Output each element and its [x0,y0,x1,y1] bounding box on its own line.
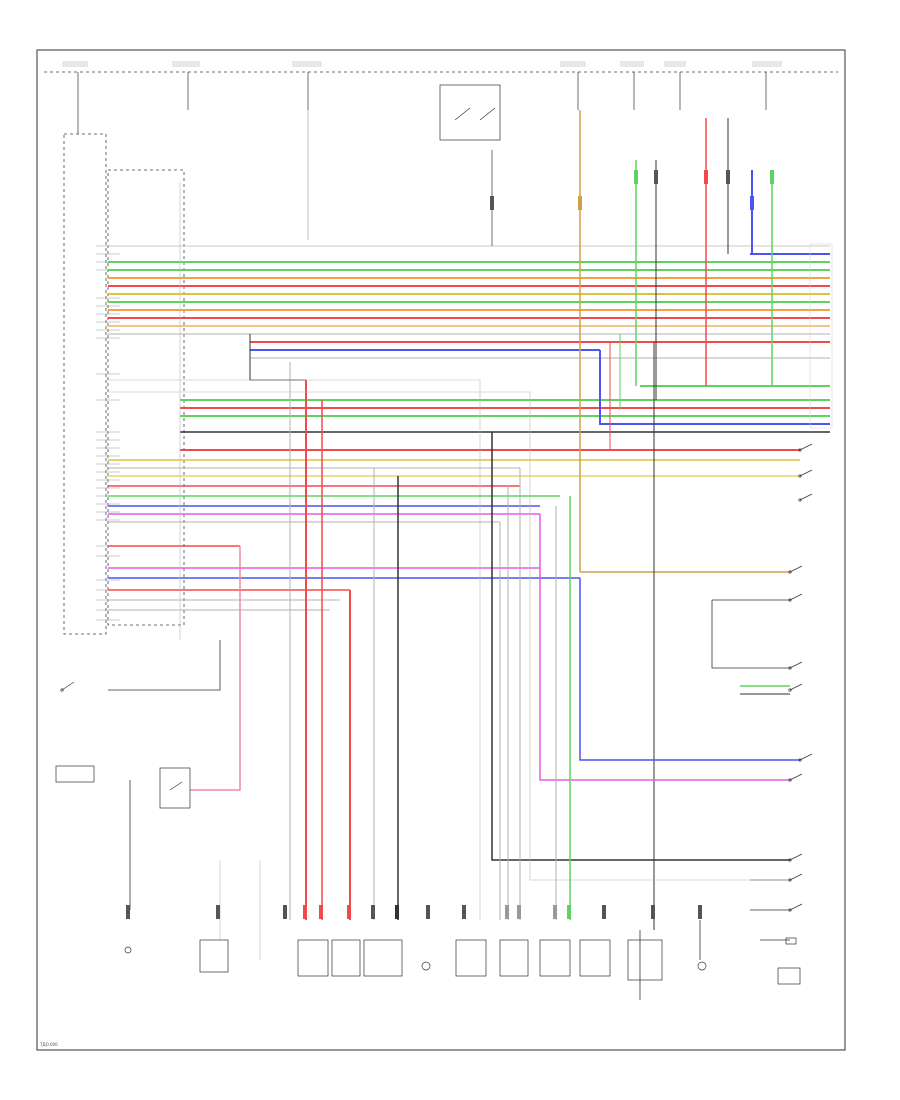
vertical-wires [108,110,830,1000]
top-pins [490,170,774,210]
diagram-frame [36,49,846,1051]
bottom-components [124,939,801,985]
bottom-pins [126,905,702,919]
top-fuse-labels [62,61,782,67]
right-switches [785,443,813,945]
fuse-drops [77,72,767,134]
junction-connector [107,169,185,626]
control-module-box [63,133,107,635]
left-switches [55,681,191,809]
top-switch [439,84,501,141]
footer-code: ТДО.000 [39,1042,58,1047]
thin-routing [108,182,790,960]
harness-wires [108,245,830,611]
right-connector [809,243,833,429]
